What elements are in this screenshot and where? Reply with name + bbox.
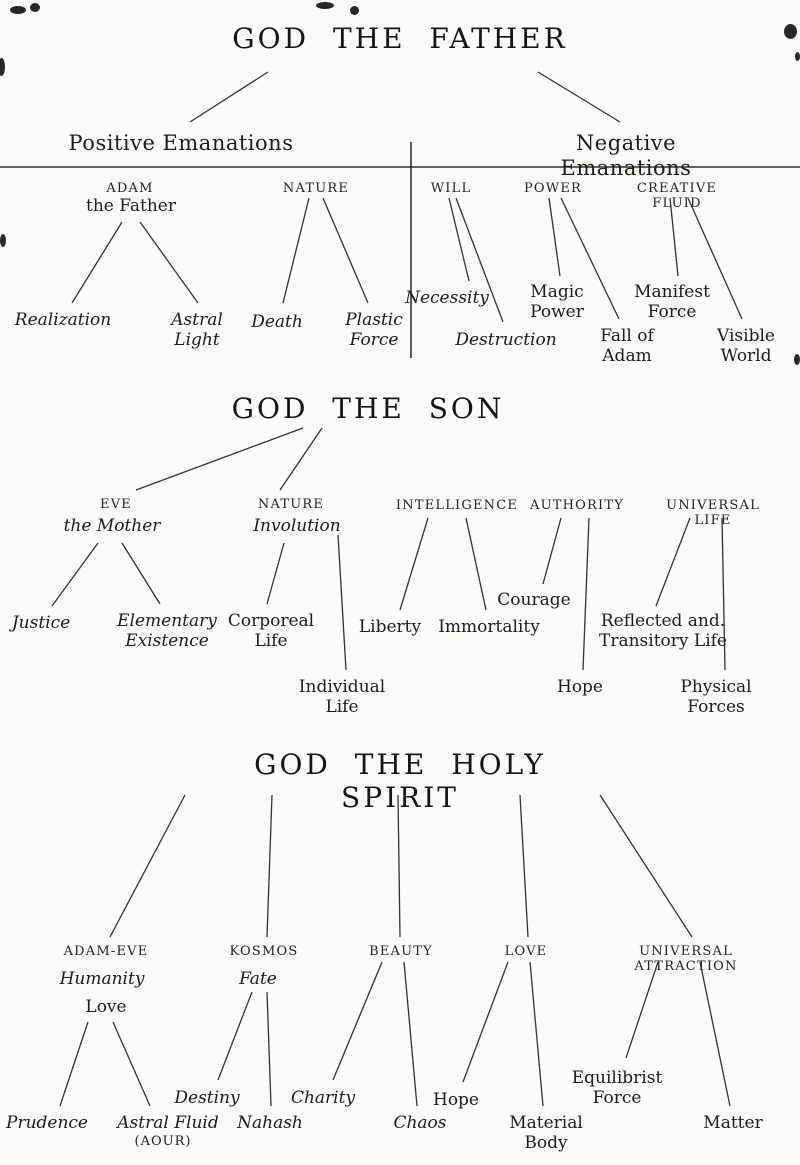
leaf-reflected-transitory-life: Reflected and. Transitory Life <box>599 611 727 652</box>
scan-artifact <box>10 6 26 14</box>
node-love: LOVE <box>504 944 548 959</box>
scan-artifact <box>794 354 800 365</box>
father-connectors <box>0 71 800 358</box>
leaf-prudence: Prudence <box>6 1113 88 1133</box>
node-eve: EVE <box>100 497 132 512</box>
leaf-equilibrist-force: Equilibrist Force <box>571 1068 663 1109</box>
leaf-matter: Matter <box>703 1113 763 1133</box>
leaf-astral-fluid: Astral Fluid <box>117 1113 219 1133</box>
title-god-the-father: GOD THE FATHER <box>232 22 568 55</box>
leaf-nahash: Nahash <box>237 1113 303 1133</box>
scan-artifact <box>30 3 40 12</box>
node-power: POWER <box>523 181 583 196</box>
leaf-charity: Charity <box>290 1088 356 1108</box>
holy-spirit-connectors <box>59 794 731 1107</box>
leaf-hope-holy-spirit: Hope <box>432 1090 480 1110</box>
scan-artifact <box>350 6 359 15</box>
leaf-death: Death <box>251 312 303 332</box>
node-involution: Involution <box>253 516 341 536</box>
leaf-justice: Justice <box>11 613 71 633</box>
scan-artifact <box>784 24 797 39</box>
leaf-visible-world: Visible World <box>717 326 775 367</box>
header-positive-emanations: Positive Emanations <box>68 131 294 155</box>
header-negative-emanations: Negative Emanations <box>560 131 692 180</box>
leaf-elementary-existence: Elementary Existence <box>117 611 217 652</box>
scan-artifact <box>0 58 5 76</box>
leaf-fall-of-adam: Fall of Adam <box>600 326 654 367</box>
node-beauty: BEAUTY <box>369 944 433 959</box>
leaf-courage: Courage <box>497 590 571 610</box>
leaf-immortality: Immortality <box>438 617 540 637</box>
scan-artifact <box>0 234 6 247</box>
leaf-magic-power: Magic Power <box>530 282 584 323</box>
node-adam: ADAM <box>106 181 154 196</box>
scan-artifact <box>795 52 800 61</box>
leaf-manifest-force: Manifest Force <box>634 282 710 323</box>
leaf-realization: Realization <box>14 310 112 330</box>
leaf-physical-forces: Physical Forces <box>680 677 752 718</box>
leaf-hope-son: Hope <box>556 677 604 697</box>
node-universal-life: UNIVERSAL LIFE <box>666 498 760 529</box>
node-eve-subtitle: the Mother <box>63 516 161 536</box>
leaf-liberty: Liberty <box>358 617 422 637</box>
node-creative-fluid: CREATIVE FLUID <box>636 181 718 212</box>
leaf-corporeal-life: Corporeal Life <box>227 611 315 652</box>
node-intelligence: INTELLIGENCE <box>395 498 519 513</box>
leaf-individual-life: Individual Life <box>298 677 386 718</box>
title-god-the-son: GOD THE SON <box>231 392 505 425</box>
leaf-plastic-force: Plastic Force <box>345 310 403 351</box>
node-will: WILL <box>430 181 472 196</box>
leaf-astral-light: Astral Light <box>171 310 223 351</box>
node-humanity: Humanity <box>59 969 145 989</box>
node-adam-eve: ADAM-EVE <box>63 944 149 959</box>
leaf-chaos: Chaos <box>393 1113 447 1133</box>
leaf-material-body: Material Body <box>509 1113 583 1154</box>
leaf-destiny: Destiny <box>174 1088 240 1108</box>
node-nature-son: NATURE <box>257 497 325 512</box>
node-universal-attraction: UNIVERSAL ATTRACTION <box>634 944 738 975</box>
node-love-subtitle: Love <box>85 997 127 1017</box>
node-kosmos: KOSMOS <box>229 944 299 959</box>
title-god-the-holy-spirit: GOD THE HOLY SPIRIT <box>254 748 546 815</box>
node-fate: Fate <box>239 969 277 989</box>
leaf-necessity: Necessity <box>405 288 489 308</box>
son-connectors <box>51 427 726 671</box>
leaf-aour: (AOUR) <box>134 1134 192 1149</box>
leaf-destruction: Destruction <box>455 330 557 350</box>
node-authority: AUTHORITY <box>530 498 624 513</box>
node-nature-father: NATURE <box>282 181 350 196</box>
scan-artifact <box>316 2 334 9</box>
node-adam-subtitle: the Father <box>86 196 176 216</box>
